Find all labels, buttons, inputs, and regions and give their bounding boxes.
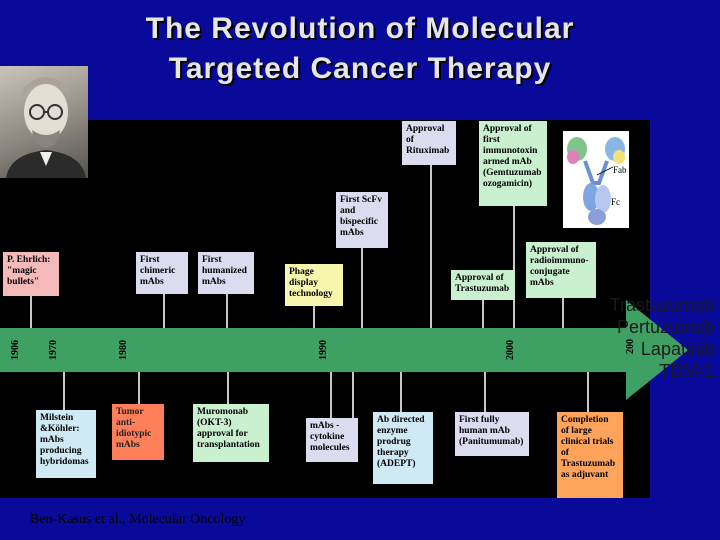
connector-line bbox=[30, 296, 32, 328]
fc-label: Fc bbox=[611, 197, 620, 207]
connector-line bbox=[63, 372, 65, 410]
event-trastuzumab: Approval of Trastuzumab bbox=[451, 270, 515, 300]
drug-item: Trastuzumab bbox=[609, 295, 714, 315]
drug-item: Lapatinib bbox=[640, 339, 714, 359]
timeline-arrowhead bbox=[626, 300, 688, 400]
connector-line bbox=[163, 294, 165, 328]
drug-list: Trastuzumab Pertuzumab Lapatinib TDM-1 bbox=[560, 294, 714, 382]
connector-line bbox=[352, 372, 354, 418]
event-fully-human: First fully human mAb (Panitumumab) bbox=[455, 412, 529, 456]
connector-line bbox=[226, 294, 228, 328]
event-chimeric: First chimeric mAbs bbox=[136, 252, 188, 294]
slide-title-line2: Targeted Cancer Therapy bbox=[168, 52, 552, 85]
connector-line bbox=[227, 372, 229, 404]
event-completion: Completion of large clinical trials of T… bbox=[557, 412, 623, 498]
event-tumor-anti-idiotypic: Tumor anti- idiotypic mAbs bbox=[112, 404, 164, 460]
citation: Ben-Kasus et al., Molecular Oncology bbox=[30, 512, 246, 527]
event-cytokine: mAbs - cytokine molecules bbox=[306, 418, 358, 462]
event-rituximab: Approval of Rituximab bbox=[402, 121, 456, 165]
ehrlich-portrait bbox=[0, 66, 88, 178]
antibody-structure-image: Fab Fc bbox=[563, 131, 629, 228]
year-label: 1990 bbox=[318, 340, 329, 360]
connector-line bbox=[313, 306, 315, 328]
connector-line bbox=[330, 372, 332, 418]
drug-item: TDM-1 bbox=[659, 361, 714, 381]
year-label: 1970 bbox=[48, 340, 59, 360]
year-label: 2000 bbox=[505, 340, 516, 360]
connector-line bbox=[430, 165, 432, 328]
connector-line bbox=[482, 300, 484, 328]
connector-line bbox=[484, 372, 486, 412]
year-label: 1980 bbox=[118, 340, 129, 360]
event-radioimmuno: Approval of radioimmuno- conjugate mAbs bbox=[526, 242, 596, 298]
event-scfv: First ScFv and bispecific mAbs bbox=[336, 192, 388, 248]
connector-line bbox=[513, 206, 515, 328]
event-immunotoxin: Approval of first immunotoxin armed mAb … bbox=[479, 121, 547, 206]
year-label: 1906 bbox=[10, 340, 21, 360]
connector-line bbox=[400, 372, 402, 412]
connector-line bbox=[587, 372, 589, 412]
connector-line bbox=[138, 372, 140, 404]
event-adept: Ab directed enzyme prodrug therapy (ADEP… bbox=[373, 412, 433, 484]
connector-line bbox=[562, 298, 564, 328]
connector-line bbox=[361, 248, 363, 328]
event-milstein: Milstein &Köhler: mAbs producing hybrido… bbox=[36, 410, 96, 478]
drug-item: Pertuzumab bbox=[616, 317, 714, 337]
timeline-band bbox=[0, 328, 630, 372]
event-muromonab: Muromonab (OKT-3) approval for transplan… bbox=[193, 404, 269, 462]
event-phage-display: Phage display technology bbox=[285, 264, 343, 306]
event-humanized: First humanized mAbs bbox=[198, 252, 254, 294]
fab-label: Fab bbox=[613, 165, 627, 175]
slide-title-line1: The Revolution of Molecular bbox=[145, 12, 575, 45]
event-ehrlich: P. Ehrlich: "magic bullets" bbox=[3, 252, 59, 296]
